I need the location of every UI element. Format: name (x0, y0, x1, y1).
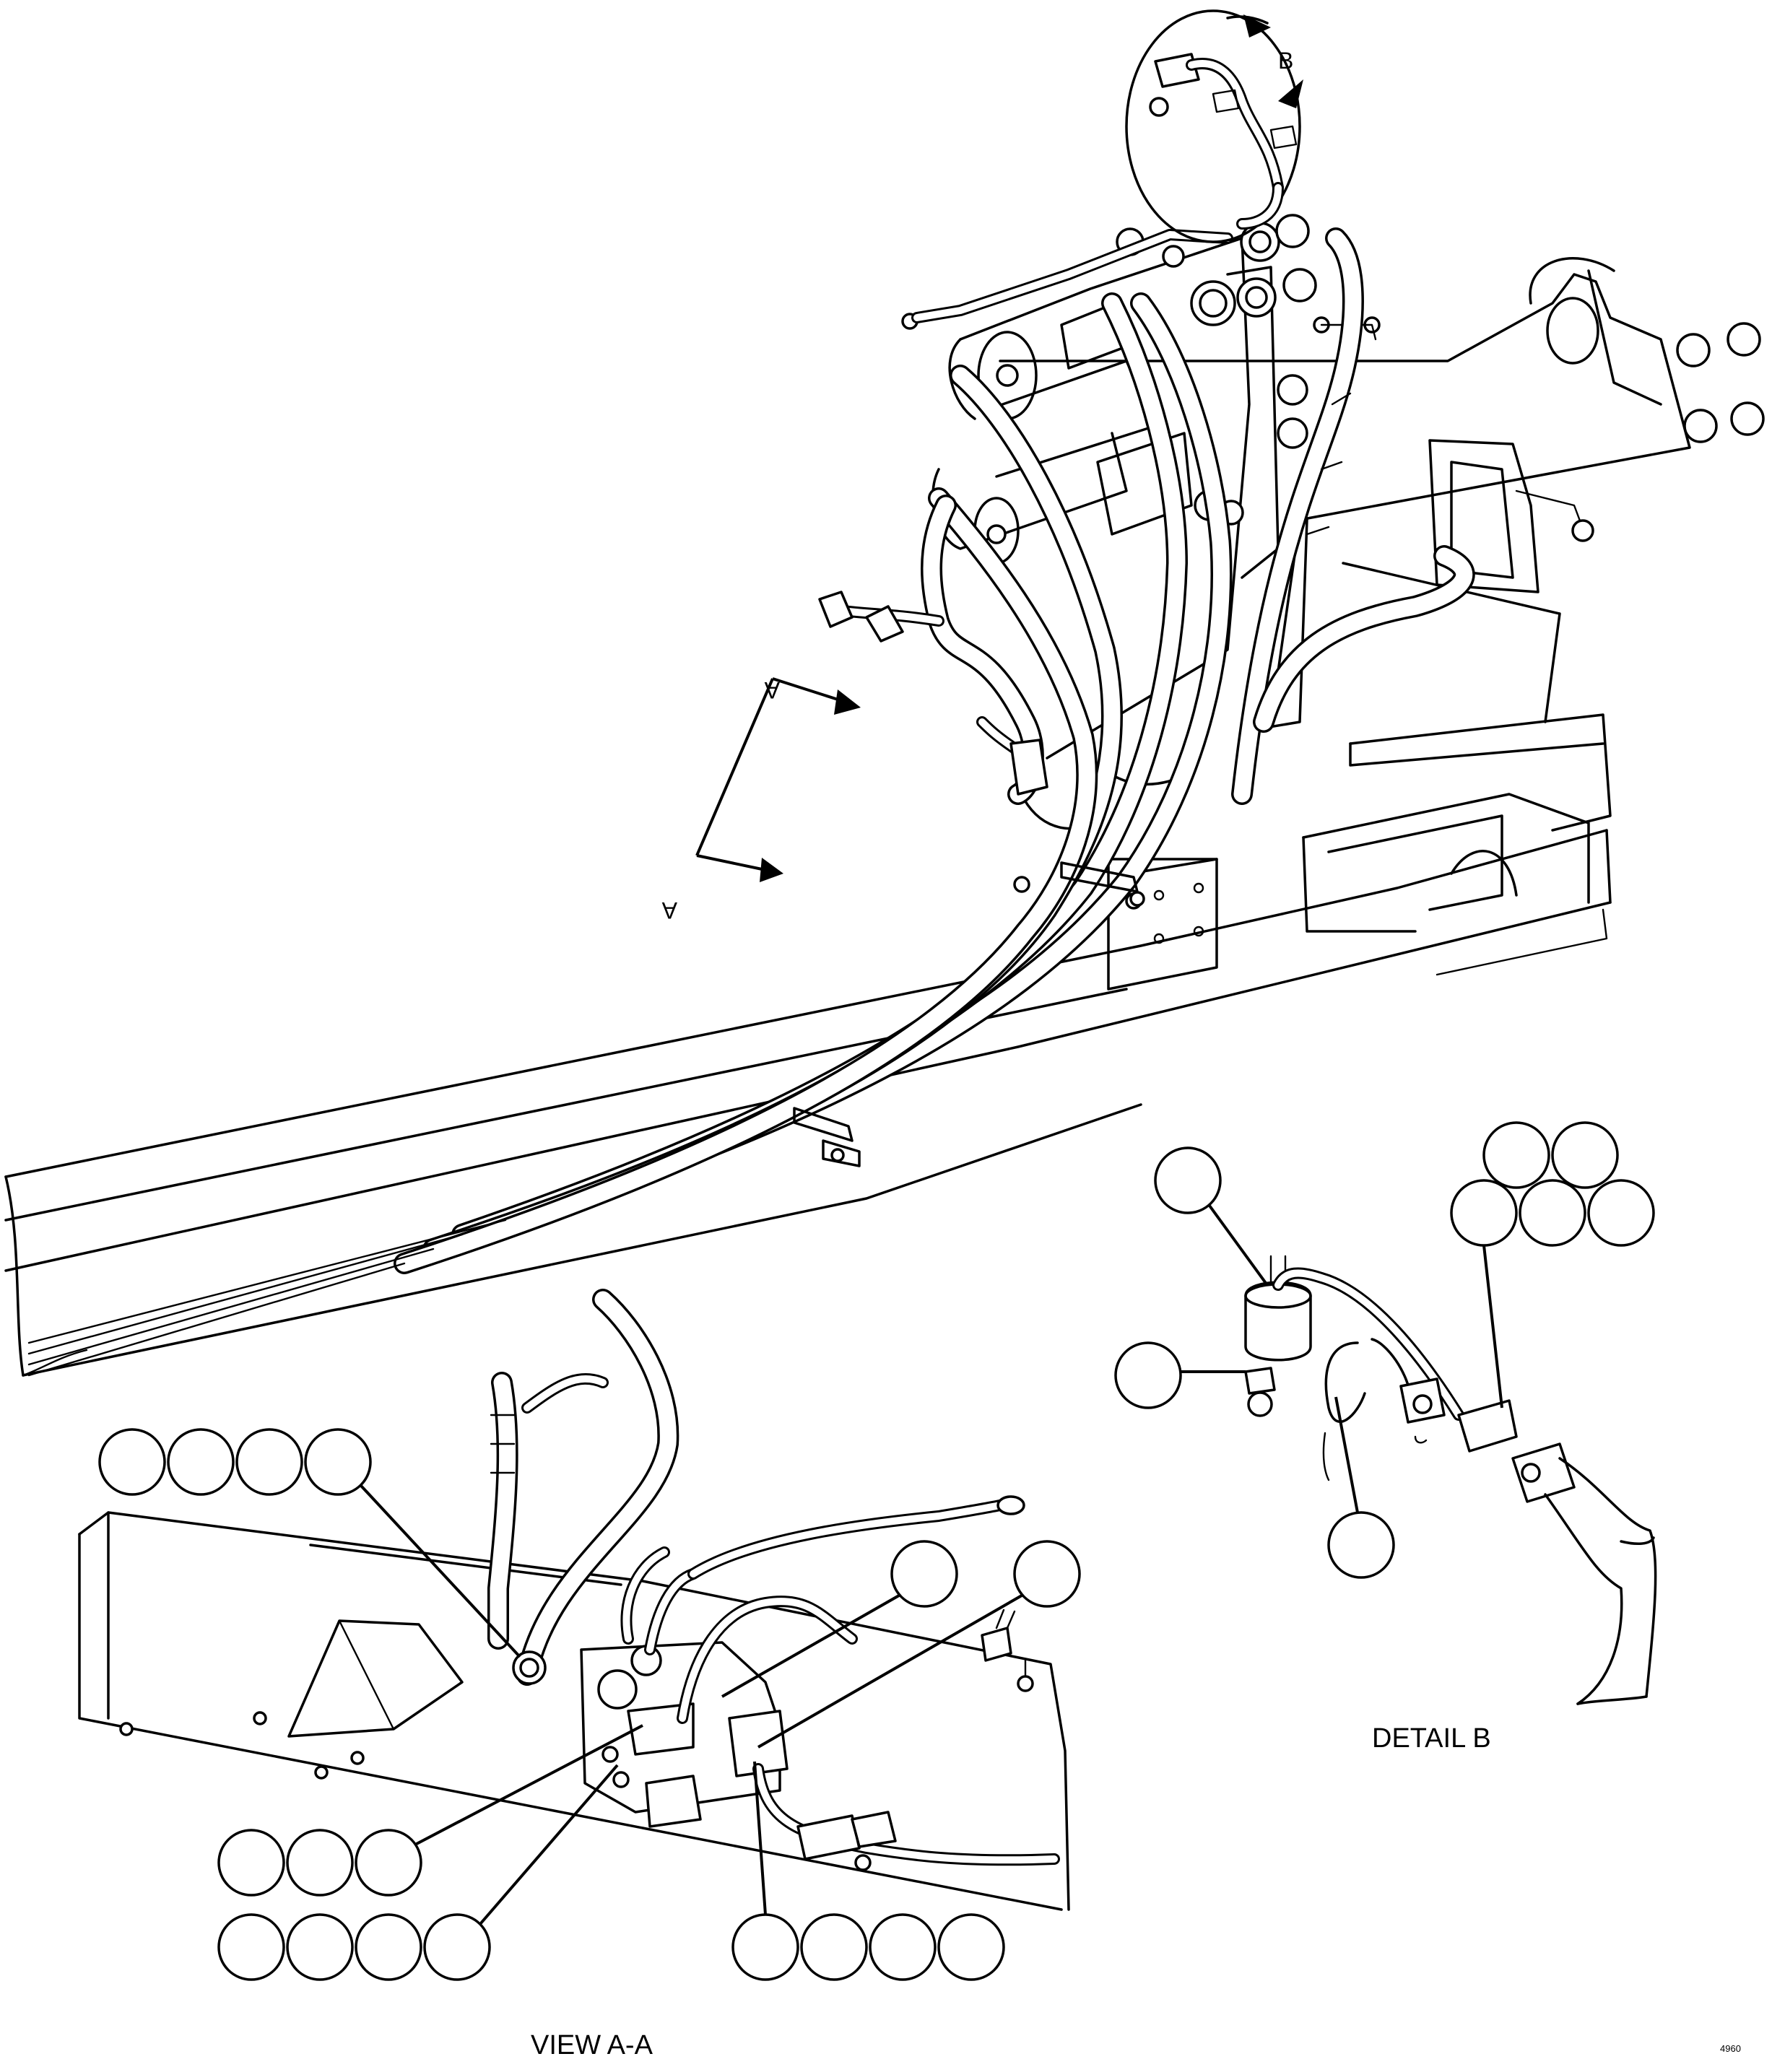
callout-circle (1154, 1146, 1222, 1214)
callout-circle (1450, 1179, 1518, 1247)
callout-circle (286, 1913, 354, 1981)
view-aa-caption: VIEW A-A (531, 2030, 653, 2060)
callout-circle (937, 1913, 1005, 1981)
callout-circle (355, 1829, 422, 1897)
view-a-a-drawing (78, 1289, 1070, 1911)
callout-circle (217, 1829, 285, 1897)
callout-circle (890, 1540, 958, 1608)
callout-circle (235, 1428, 303, 1496)
section-cut-a-a: A A (661, 677, 861, 923)
callout-circle (286, 1829, 354, 1897)
callout-circle (1327, 1511, 1395, 1579)
callout-circle (1587, 1179, 1655, 1247)
hose-bundle (27, 292, 1233, 1377)
callout-circle (423, 1913, 491, 1981)
callout-circle (1519, 1179, 1586, 1247)
callout-circle (217, 1913, 285, 1981)
detail-b-drawing (1244, 1255, 1657, 1705)
callout-circle (1551, 1121, 1619, 1189)
detail-b-caption: DETAIL B (1372, 1723, 1491, 1754)
section-a-label-top: A (764, 677, 780, 703)
callout-circle (98, 1428, 166, 1496)
figure-code: 4960 (1720, 2043, 1741, 2054)
callout-circle (869, 1913, 937, 1981)
connectors (901, 214, 1317, 330)
callout-circle (800, 1913, 868, 1981)
callout-circle (304, 1428, 372, 1496)
detail-b-marker-label: B (1278, 48, 1293, 74)
rear-crossmember (999, 257, 1765, 991)
callout-circle (167, 1428, 235, 1496)
callout-circle (355, 1913, 422, 1981)
callout-circle (1013, 1540, 1081, 1608)
left-hose-loop (818, 495, 1048, 805)
vertical-hose (1231, 227, 1475, 805)
callout-circle (1482, 1121, 1550, 1189)
detail-b-inset: B (1125, 9, 1303, 243)
callout-circle (731, 1913, 799, 1981)
section-a-label-bottom: A (661, 897, 677, 923)
callout-circle (1114, 1341, 1182, 1409)
detail-b-callouts: DETAIL B (1114, 1121, 1655, 1754)
view-a-a-callouts: VIEW A-A (98, 1428, 1081, 2060)
